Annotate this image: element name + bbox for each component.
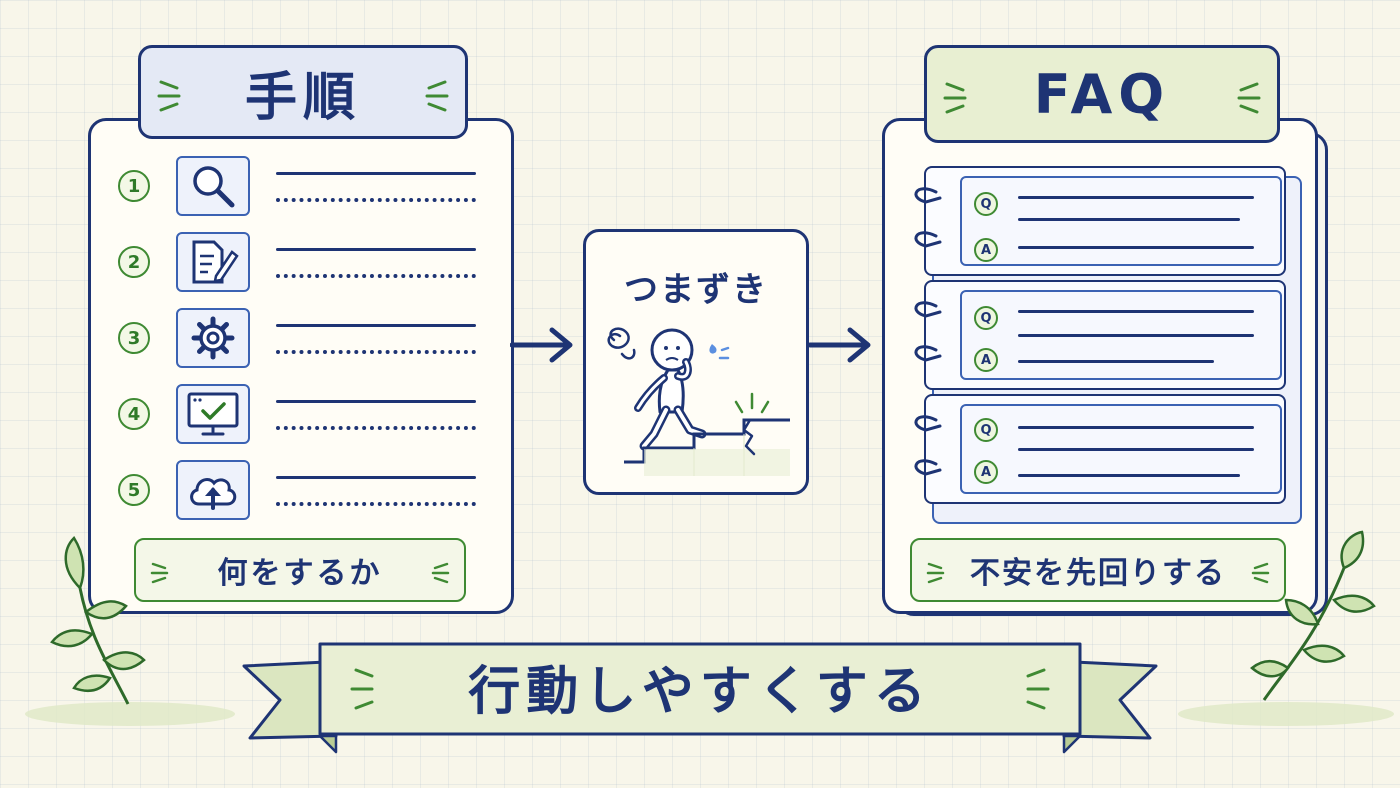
stumble-title: つまずき <box>624 270 768 310</box>
faq-card-1: Q A <box>924 166 1286 276</box>
sparkle-left-icon <box>150 562 169 584</box>
step-icon-box-4 <box>176 384 250 444</box>
search-icon <box>193 166 235 208</box>
banner-ribbon <box>242 642 1158 754</box>
faq-card-inner <box>960 176 1282 266</box>
step-dots-5 <box>276 502 476 506</box>
faq-card-3: Q A <box>924 394 1286 504</box>
stumbling-person-icon <box>607 327 790 476</box>
step-icon-box-3 <box>176 308 250 368</box>
steps-caption: 何をするか <box>134 538 466 602</box>
arrow-right-icon <box>808 327 871 363</box>
faq-caption-text: 不安を先回りする <box>970 556 1226 591</box>
faq-line <box>1018 474 1240 477</box>
sparkle-right-icon <box>431 562 450 584</box>
step-line-5 <box>276 476 476 479</box>
faq-caption: 不安を先回りする <box>910 538 1286 602</box>
faq-title: FAQ <box>1033 62 1171 126</box>
monitor-check-icon <box>187 392 239 436</box>
steps-title-tab: 手順 <box>138 45 468 139</box>
plant-right-icon <box>1178 530 1394 726</box>
step-line-1 <box>276 172 476 175</box>
step-number-4: 4 <box>118 398 150 430</box>
step-number-1: 1 <box>118 170 150 202</box>
answer-badge: A <box>974 460 998 484</box>
step-dots-3 <box>276 350 476 354</box>
step-number-3: 3 <box>118 322 150 354</box>
step-line-3 <box>276 324 476 327</box>
faq-line <box>1018 196 1254 199</box>
answer-badge: A <box>974 348 998 372</box>
banner-text: 行動しやすくする <box>468 662 932 722</box>
faq-line <box>1018 360 1214 363</box>
faq-line <box>1018 334 1254 337</box>
steps-caption-text: 何をするか <box>217 556 383 591</box>
question-badge: Q <box>974 418 998 442</box>
sparkle-left-icon <box>943 82 967 114</box>
cloud-upload-icon <box>190 478 237 510</box>
stumble-panel: つまずき <box>583 229 809 495</box>
faq-line <box>1018 310 1254 313</box>
binder-ring-icon <box>914 301 942 362</box>
sparkle-right-icon <box>1251 562 1270 584</box>
plant-left-icon <box>25 536 235 726</box>
faq-card-2: Q A <box>924 280 1286 390</box>
steps-title: 手順 <box>244 67 361 128</box>
sparkle-right-icon <box>425 80 449 112</box>
step-icon-box-5 <box>176 460 250 520</box>
arrow-right-icon <box>510 327 573 363</box>
step-dots-2 <box>276 274 476 278</box>
step-number-5: 5 <box>118 474 150 506</box>
question-badge: Q <box>974 192 998 216</box>
step-number-2: 2 <box>118 246 150 278</box>
document-edit-icon <box>192 240 239 284</box>
question-badge: Q <box>974 306 998 330</box>
step-dots-4 <box>276 426 476 430</box>
faq-line <box>1018 448 1254 451</box>
step-icon-box-1 <box>176 156 250 216</box>
faq-line <box>1018 218 1240 221</box>
binder-ring-icon <box>914 187 942 248</box>
gear-icon <box>191 316 235 360</box>
step-line-4 <box>276 400 476 403</box>
sparkle-left-icon <box>926 562 945 584</box>
sparkle-right-icon <box>1237 82 1261 114</box>
faq-title-tab: FAQ <box>924 45 1280 143</box>
faq-line <box>1018 246 1254 249</box>
binder-ring-icon <box>914 415 942 476</box>
answer-badge: A <box>974 238 998 262</box>
step-icon-box-2 <box>176 232 250 292</box>
step-line-2 <box>276 248 476 251</box>
sparkle-left-icon <box>157 80 181 112</box>
faq-line <box>1018 426 1254 429</box>
step-dots-1 <box>276 198 476 202</box>
